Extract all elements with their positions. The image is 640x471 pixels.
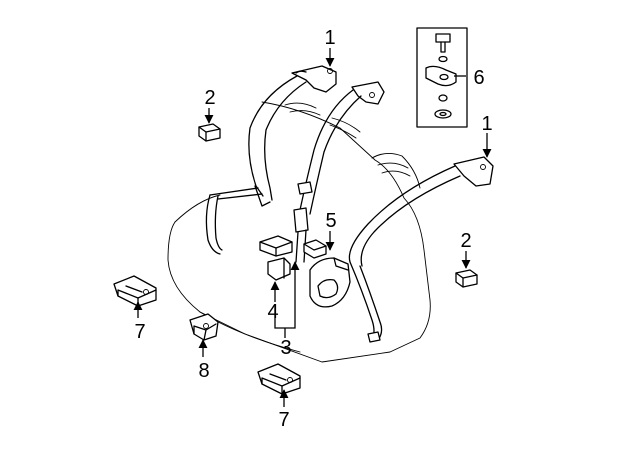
inset-box [416,27,468,128]
callout-7-left: 7 [134,321,145,343]
left-seat-belt [205,65,337,255]
anchor-hardware-part-6 [416,27,468,128]
clip-part-2-left [198,123,221,142]
callout-3: 3 [280,337,291,359]
callout-7-bottom: 7 [278,409,289,431]
callout-1-right: 1 [481,113,492,135]
bracket-part-8 [189,313,219,341]
callout-2-right: 2 [460,230,471,252]
center-seat-belt [293,81,385,263]
bracket-part-7-bottom [257,363,301,395]
callout-4: 4 [267,301,278,323]
right-seat-belt [348,156,494,343]
buckle-part-4 [259,235,293,281]
callout-2-left: 2 [204,87,215,109]
callout-6: 6 [473,67,484,89]
rear-seat-back [167,101,431,363]
buckle-guide-part-5 [303,239,351,308]
leader-lines [133,48,492,407]
callout-8: 8 [198,360,209,382]
callouts: 1 2 1 6 5 2 4 3 7 8 7 [134,27,492,431]
callout-5: 5 [325,210,336,232]
callout-1-top: 1 [324,27,335,49]
clip-part-2-right [455,269,478,288]
bracket-part-7-left [113,275,157,307]
